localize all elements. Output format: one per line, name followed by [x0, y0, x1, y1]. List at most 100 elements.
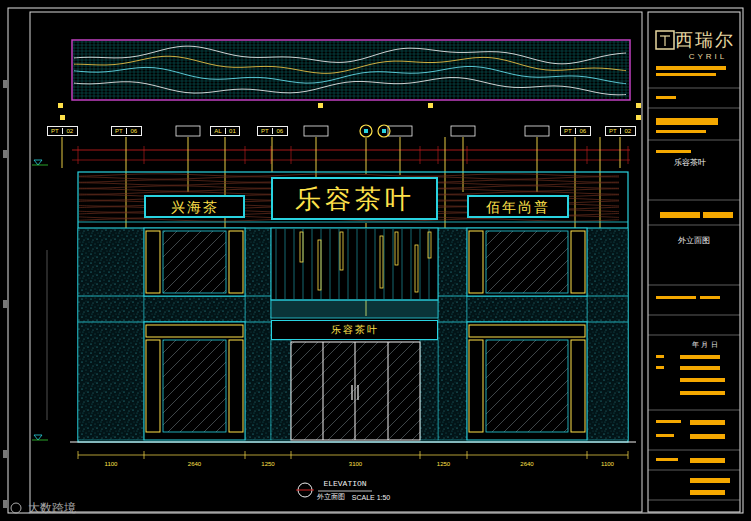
title-block: [648, 12, 740, 512]
dimension-text: 1250: [437, 461, 450, 467]
grille-bar: [366, 229, 367, 299]
view-title: ELEVATION: [323, 479, 366, 488]
stone-panel: [271, 340, 291, 440]
grid-line: [582, 41, 583, 99]
window-side: [146, 340, 160, 432]
grille-accent: [380, 236, 383, 288]
marker: [318, 103, 323, 108]
grid-line: [502, 41, 503, 99]
leader-line: [400, 137, 401, 175]
grid-line: [542, 41, 543, 99]
window-side: [469, 231, 483, 293]
grille-accent: [395, 232, 398, 265]
stone-panel: [587, 228, 628, 440]
leader-line: [366, 138, 367, 174]
roof-wave: [74, 56, 626, 73]
grille-bar: [276, 229, 277, 299]
grille-bar: [348, 229, 349, 299]
tag-code: 06: [575, 128, 590, 134]
title-field: [656, 366, 664, 369]
grille-frame: [271, 228, 438, 300]
roof-grid: [72, 40, 630, 100]
watermark: 大数跨境: [28, 502, 76, 514]
grid-line: [474, 41, 475, 99]
window-glass: [486, 231, 568, 293]
grid-line: [178, 41, 179, 99]
grid-line: [598, 41, 599, 99]
grid-line: [338, 41, 339, 99]
grille-accent: [415, 245, 418, 292]
grain-line: [79, 174, 619, 176]
grid-line: [194, 41, 195, 99]
company-logo: CYRIL: [689, 52, 728, 61]
title-divider: [648, 335, 740, 336]
grid-line: [266, 41, 267, 99]
grille-bar: [402, 229, 403, 299]
ground-line: [70, 441, 636, 442]
title-field: [656, 118, 718, 125]
dimension-line: [72, 160, 630, 161]
grid-line: [354, 41, 355, 99]
grid-line: [382, 41, 383, 99]
grid-line: [322, 41, 323, 99]
dimension-tick: [291, 146, 292, 164]
window-glass: [163, 340, 226, 432]
course-line: [78, 222, 628, 223]
grid-line: [522, 41, 523, 99]
grid-line: [98, 41, 99, 99]
grid-line: [346, 41, 347, 99]
grid-line: [526, 41, 527, 99]
grid-line: [106, 41, 107, 99]
grid-line: [214, 41, 215, 99]
grid-line: [318, 41, 319, 99]
dimension-text: 1100: [601, 461, 614, 467]
grid-line: [358, 41, 359, 99]
watermark-icon: [11, 503, 21, 513]
sign-text: 兴海茶: [171, 200, 219, 214]
grid-line: [126, 41, 127, 99]
leader-line: [463, 137, 464, 192]
blank-tag: [451, 126, 475, 136]
grid-line: [166, 41, 167, 99]
tag-code: 01: [225, 128, 239, 134]
grid-line: [498, 41, 499, 99]
dimension-text: 3100: [349, 461, 362, 467]
grille-bar: [384, 229, 385, 299]
blank-tag: [304, 126, 328, 136]
title-field: [660, 212, 700, 218]
tag-code: PT: [258, 128, 273, 134]
leader-line: [188, 137, 189, 192]
blank-tag: [176, 126, 200, 136]
tag-code: AL: [211, 128, 225, 134]
logo-icon: [656, 31, 674, 49]
title-field: [656, 73, 716, 76]
grille-bar: [411, 229, 412, 299]
grid-line: [362, 41, 363, 99]
grid-line: [73, 72, 629, 73]
grid-line: [326, 41, 327, 99]
grid-line: [74, 41, 75, 99]
project-name: 乐容茶叶: [674, 158, 706, 167]
grid-line: [478, 41, 479, 99]
stone-panel: [420, 340, 438, 440]
symbol-core: [382, 129, 386, 133]
grid-line: [73, 87, 629, 88]
grid-line: [73, 81, 629, 82]
company-logo: CYRIL: [689, 53, 728, 61]
title-field: [690, 490, 725, 495]
grid-line: [114, 41, 115, 99]
grid-line: [158, 41, 159, 99]
roof-outline: [72, 40, 630, 100]
shop-window: [144, 228, 245, 440]
grid-line: [242, 41, 243, 99]
dimension-text: 2640: [520, 461, 533, 467]
title-divider: [648, 285, 740, 286]
grid-line: [374, 41, 375, 99]
grid-line: [602, 41, 603, 99]
marker: [60, 115, 65, 120]
tag-code: PT: [48, 128, 63, 134]
title-divider: [648, 200, 740, 201]
grid-line: [378, 41, 379, 99]
grid-line: [610, 41, 611, 99]
dimension-tick: [144, 451, 145, 459]
